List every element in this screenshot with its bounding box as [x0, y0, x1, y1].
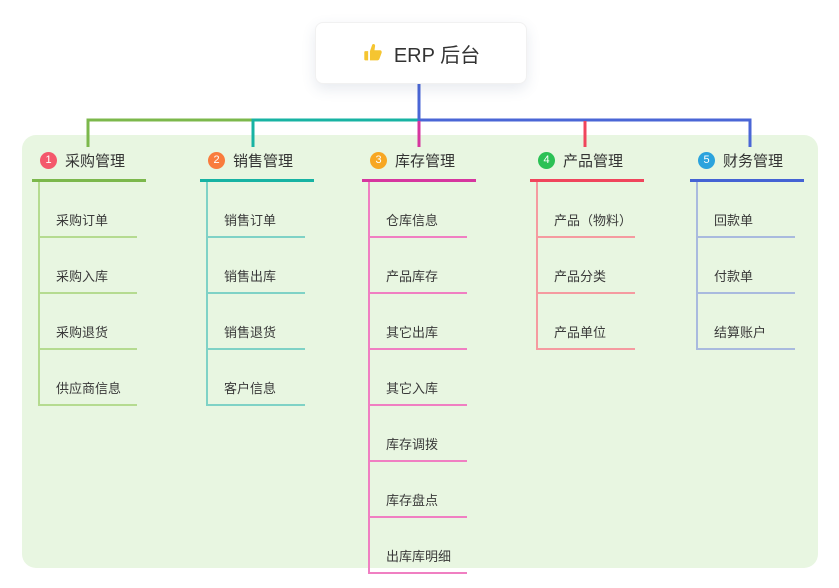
branch-title-product[interactable]: 4 产品管理	[530, 150, 644, 182]
mindmap-node[interactable]: 结算账户	[698, 294, 795, 350]
badge-3: 3	[370, 152, 387, 169]
branch-title-label: 采购管理	[65, 153, 126, 170]
mindmap-node[interactable]: 产品（物料）	[538, 182, 635, 238]
mindmap-node[interactable]: 采购退货	[40, 294, 137, 350]
connector-root-stem	[417, 82, 752, 147]
node-label: 产品库存	[386, 269, 439, 284]
mindmap-node[interactable]: 销售出库	[208, 238, 305, 294]
mindmap-node[interactable]: 仓库信息	[370, 182, 467, 238]
root-node[interactable]: ERP 后台	[315, 22, 527, 84]
badge-5: 5	[698, 152, 715, 169]
node-label: 产品（物料）	[554, 213, 633, 228]
branch-sales-management: 2 销售管理 销售订单 销售出库 销售退货 客户信息	[200, 150, 314, 406]
mindmap-node[interactable]: 回款单	[698, 182, 795, 238]
mindmap-node[interactable]: 销售订单	[208, 182, 305, 238]
branch-purchase-management: 1 采购管理 采购订单 采购入库 采购退货 供应商信息	[32, 150, 146, 406]
connector-branch2	[251, 118, 420, 147]
thumbs-up-icon	[364, 44, 382, 61]
branch-items: 回款单 付款单 结算账户	[696, 182, 804, 350]
branch-title-label: 销售管理	[233, 153, 294, 170]
node-label: 采购入库	[56, 269, 109, 284]
branch-finance-management: 5 财务管理 回款单 付款单 结算账户	[690, 150, 804, 350]
node-label: 产品单位	[554, 325, 607, 340]
mindmap-node[interactable]: 其它入库	[370, 350, 467, 406]
branch-items: 产品（物料） 产品分类 产品单位	[536, 182, 644, 350]
root-title: ERP 后台	[393, 44, 481, 67]
connector-branch1	[86, 118, 254, 147]
mindmap-node[interactable]: 产品单位	[538, 294, 635, 350]
node-label: 采购订单	[56, 213, 109, 228]
branch-title-label: 财务管理	[723, 153, 784, 170]
mindmap-node[interactable]: 库存调拨	[370, 406, 467, 462]
node-label: 供应商信息	[56, 381, 122, 396]
mindmap-node[interactable]: 库存盘点	[370, 462, 467, 518]
branch-title-sales[interactable]: 2 销售管理	[200, 150, 314, 182]
node-label: 出库库明细	[386, 549, 452, 564]
branch-title-label: 产品管理	[563, 153, 624, 170]
mindmap-node[interactable]: 客户信息	[208, 350, 305, 406]
branch-title-finance[interactable]: 5 财务管理	[690, 150, 804, 182]
node-label: 其它入库	[386, 381, 439, 396]
node-label: 库存调拨	[386, 437, 439, 452]
badge-1: 1	[40, 152, 57, 169]
mindmap-node[interactable]: 产品库存	[370, 238, 467, 294]
branches-panel	[22, 135, 818, 568]
node-label: 采购退货	[56, 325, 109, 340]
node-label: 销售订单	[224, 213, 277, 228]
node-label: 其它出库	[386, 325, 439, 340]
mindmap-node[interactable]: 销售退货	[208, 294, 305, 350]
node-label: 销售退货	[224, 325, 277, 340]
mindmap-node[interactable]: 其它出库	[370, 294, 467, 350]
mindmap-node[interactable]: 供应商信息	[40, 350, 137, 406]
branch-items: 仓库信息 产品库存 其它出库 其它入库 库存调拨 库存盘点 出库库明细	[368, 182, 476, 574]
node-label: 回款单	[714, 213, 754, 228]
branch-inventory-management: 3 库存管理 仓库信息 产品库存 其它出库 其它入库 库存调拨 库存盘点 出库库…	[362, 150, 476, 574]
mindmap-node[interactable]: 采购订单	[40, 182, 137, 238]
branch-items: 销售订单 销售出库 销售退货 客户信息	[206, 182, 314, 406]
node-label: 库存盘点	[386, 493, 439, 508]
branch-items: 采购订单 采购入库 采购退货 供应商信息	[38, 182, 146, 406]
node-label: 销售出库	[224, 269, 277, 284]
mindmap-node[interactable]: 产品分类	[538, 238, 635, 294]
badge-2: 2	[208, 152, 225, 169]
mindmap-node[interactable]: 付款单	[698, 238, 795, 294]
mindmap-node[interactable]: 采购入库	[40, 238, 137, 294]
branch-title-label: 库存管理	[395, 153, 456, 170]
branch-title-inventory[interactable]: 3 库存管理	[362, 150, 476, 182]
node-label: 产品分类	[554, 269, 607, 284]
node-label: 仓库信息	[386, 213, 439, 228]
branch-product-management: 4 产品管理 产品（物料） 产品分类 产品单位	[530, 150, 644, 350]
branch-title-purchase[interactable]: 1 采购管理	[32, 150, 146, 182]
node-label: 付款单	[714, 269, 754, 284]
badge-4: 4	[538, 152, 555, 169]
node-label: 客户信息	[224, 381, 277, 396]
node-label: 结算账户	[714, 325, 767, 340]
mindmap-node[interactable]: 出库库明细	[370, 518, 467, 574]
